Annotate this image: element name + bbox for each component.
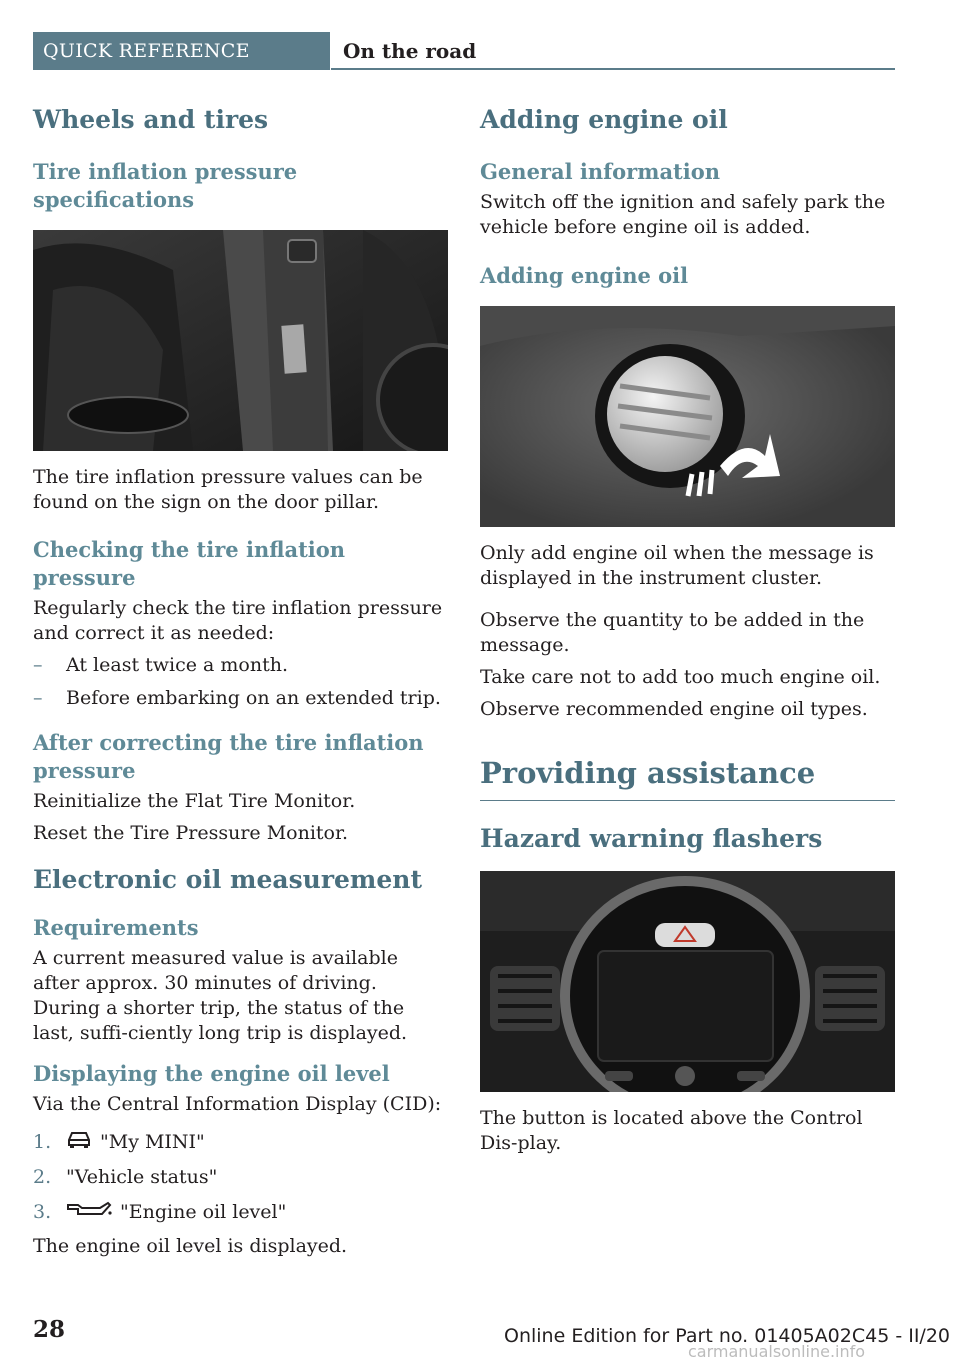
adding-oil-heading: Adding engine oil	[480, 105, 728, 134]
after-line-2: Reset the Tire Pressure Monitor.	[33, 822, 349, 844]
watermark: carmanualsonline.info	[688, 1342, 866, 1361]
after-correcting-heading: After correcting the tire inflation pres…	[33, 730, 424, 783]
step-1: 1. "My MINI"	[33, 1129, 448, 1156]
page-header: QUICK REFERENCE On the road	[33, 32, 895, 70]
step-text: "Vehicle status"	[66, 1166, 218, 1188]
car-icon	[66, 1129, 92, 1156]
oil-measurement-heading: Electronic oil measurement	[33, 865, 423, 894]
dash-marker: –	[33, 687, 43, 709]
oil-can-icon	[66, 1199, 112, 1226]
adding-text-2: Observe the quantity to be added in the …	[480, 609, 865, 656]
chapter-label: On the road	[331, 32, 895, 70]
step-number: 1.	[33, 1131, 52, 1153]
adding-text-1: Only add engine oil when the message is …	[480, 542, 874, 589]
dash-marker: –	[33, 654, 43, 676]
step-number: 3.	[33, 1201, 52, 1223]
step-number: 2.	[33, 1166, 52, 1188]
hazard-text: The button is located above the Control …	[480, 1107, 863, 1154]
wheels-heading: Wheels and tires	[33, 105, 269, 134]
tire-spec-heading: Tire inflation pressure specifications	[33, 159, 298, 212]
requirements-text: A current measured value is available af…	[33, 947, 408, 1044]
after-line-1: Reinitialize the Flat Tire Monitor.	[33, 790, 356, 812]
list-item-text: At least twice a month.	[66, 654, 289, 676]
display-result-text: The engine oil level is displayed.	[33, 1235, 348, 1257]
step-3: 3. "Engine oil level"	[33, 1199, 448, 1226]
list-item: – Before embarking on an extended trip.	[33, 686, 448, 711]
tire-spec-text: The tire inflation pressure values can b…	[33, 466, 423, 513]
list-item-text: Before embarking on an extended trip.	[66, 687, 441, 709]
left-column: Wheels and tires Tire inflation pressure…	[33, 104, 448, 1259]
oil-cap-photo	[480, 306, 895, 527]
adding-oil-subheading: Adding engine oil	[480, 263, 689, 288]
step-text: "My MINI"	[100, 1131, 205, 1153]
step-text: "Engine oil level"	[120, 1201, 287, 1223]
hazard-button-photo	[480, 871, 895, 1092]
adding-text-3: Take care not to add too much engine oil…	[480, 666, 881, 688]
door-pillar-photo	[33, 230, 448, 451]
checking-heading: Checking the tire inflation pressure	[33, 537, 346, 590]
checking-text: Regularly check the tire inflation press…	[33, 597, 443, 644]
displaying-text: Via the Central Information Display (CID…	[33, 1093, 442, 1115]
adding-text-4: Observe recommended engine oil types.	[480, 698, 868, 720]
page-number: 28	[33, 1316, 66, 1343]
edition-text: Online Edition for Part no. 01405A02C45 …	[504, 1325, 951, 1347]
right-column: Adding engine oil General information Sw…	[480, 104, 895, 1156]
general-info-heading: General information	[480, 159, 721, 184]
assistance-heading: Providing assistance	[480, 756, 816, 790]
section-divider	[480, 800, 895, 801]
list-item: – At least twice a month.	[33, 653, 448, 678]
displaying-heading: Displaying the engine oil level	[33, 1061, 390, 1086]
section-label: QUICK REFERENCE	[33, 32, 330, 70]
step-2: 2. "Vehicle status"	[33, 1165, 448, 1190]
general-info-text: Switch off the ignition and safely park …	[480, 191, 886, 238]
requirements-heading: Requirements	[33, 915, 199, 940]
hazard-heading: Hazard warning flashers	[480, 824, 823, 853]
